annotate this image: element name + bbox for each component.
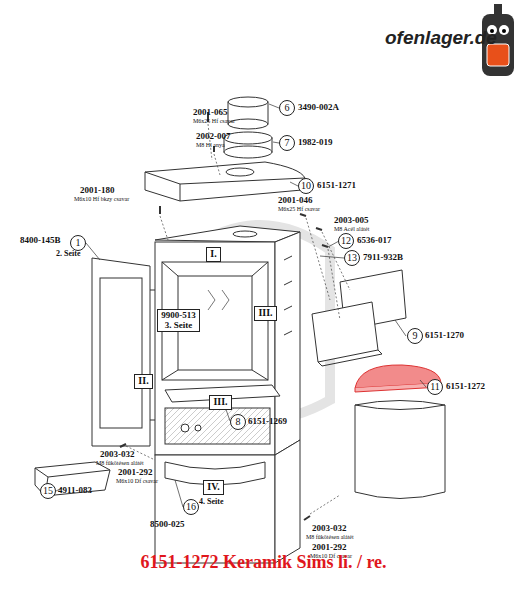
part-label: M8 Acél alátét [334,226,369,232]
part-label: 6151-1269 [248,417,287,426]
callout-text: 9 [413,331,418,342]
callout-number: 10 [298,178,314,194]
part-label: 6151-1271 [317,181,356,190]
callout-text: 11 [430,382,440,393]
callout-number: 11 [427,379,443,395]
part-label: 2003-032 [312,524,347,533]
part-label: 2001-292 [118,468,153,477]
part-label: 8400-145B [20,236,61,245]
callout-number: 13 [344,250,360,266]
callout-text: 1 [76,238,81,249]
marker-text: I. [210,249,216,260]
part-label: M8 Hl anya [196,142,225,148]
part-label: 6151-1270 [425,331,464,340]
part-label: 2003-032 [100,450,135,459]
view-marker: I. [206,247,221,262]
part-label: M6x25 Hf csavar [278,206,320,212]
part-label: 7911-932B [363,253,403,262]
part-label: M8 fűkötésen alátét [96,460,144,466]
part-label: M6x10 Hf bkzy csavar [74,196,129,202]
callout-number: 7 [279,135,295,151]
view-marker: 9900-5133. Seite [157,309,200,332]
logo-text: ofenlager.de [385,28,497,47]
part-label: 2001-065 [193,108,228,117]
callout-number: 1 [70,235,86,251]
leader-lines [56,104,426,507]
part-label: 3490-002A [298,103,339,112]
part-label: 2001-292 [312,543,347,552]
part-label: M8 fűkötésen alátét [306,534,354,540]
marker-text: IV. [207,482,219,493]
callout-number: 9 [407,328,423,344]
part-label: 2002-007 [196,132,231,141]
part-label: 6536-017 [357,236,392,245]
marker-text: III. [213,397,227,408]
callout-text: 16 [186,502,196,513]
callout-text: 7 [285,138,290,149]
part-label: 4. Seite [199,498,223,506]
callout-text: 6 [285,103,290,114]
part-label: 8500-025 [150,520,185,529]
marker-text: II. [138,376,148,387]
part-label: 2001-180 [80,186,115,195]
assembly-lines [126,124,350,514]
part-label: M6x25 Hf csavar [193,118,235,124]
callout-number: 16 [183,499,199,515]
view-marker: III. [254,306,277,321]
callout-text: 15 [43,486,53,497]
part-label: 2001-046 [278,196,313,205]
marker-text: 9900-513 [161,311,196,320]
part-label: 4911-083 [58,486,92,495]
callout-text: 10 [301,181,311,192]
callout-number: 12 [338,233,354,249]
marker-text: 3. Seite [165,321,193,330]
marker-text: III. [258,308,272,319]
callout-text: 13 [347,253,357,264]
part-label: 1982-019 [298,138,333,147]
callout-text: 8 [236,417,241,428]
view-marker: II. [134,374,153,389]
view-marker: IV. [203,480,224,495]
part-label: M6x10 Df csavar [116,478,158,484]
callout-text: 12 [341,236,351,247]
part-label: 2003-005 [334,216,369,225]
stove-parts [35,97,445,563]
part-label: 6151-1272 [446,382,485,391]
caption: 6151-1272 Keramik Sims li. / re. [0,552,527,573]
callout-number: 15 [40,483,56,499]
callout-number: 6 [279,100,295,116]
part-label: 2. Seite [56,250,80,258]
callout-number: 8 [230,414,246,430]
view-marker: III. [209,395,232,410]
